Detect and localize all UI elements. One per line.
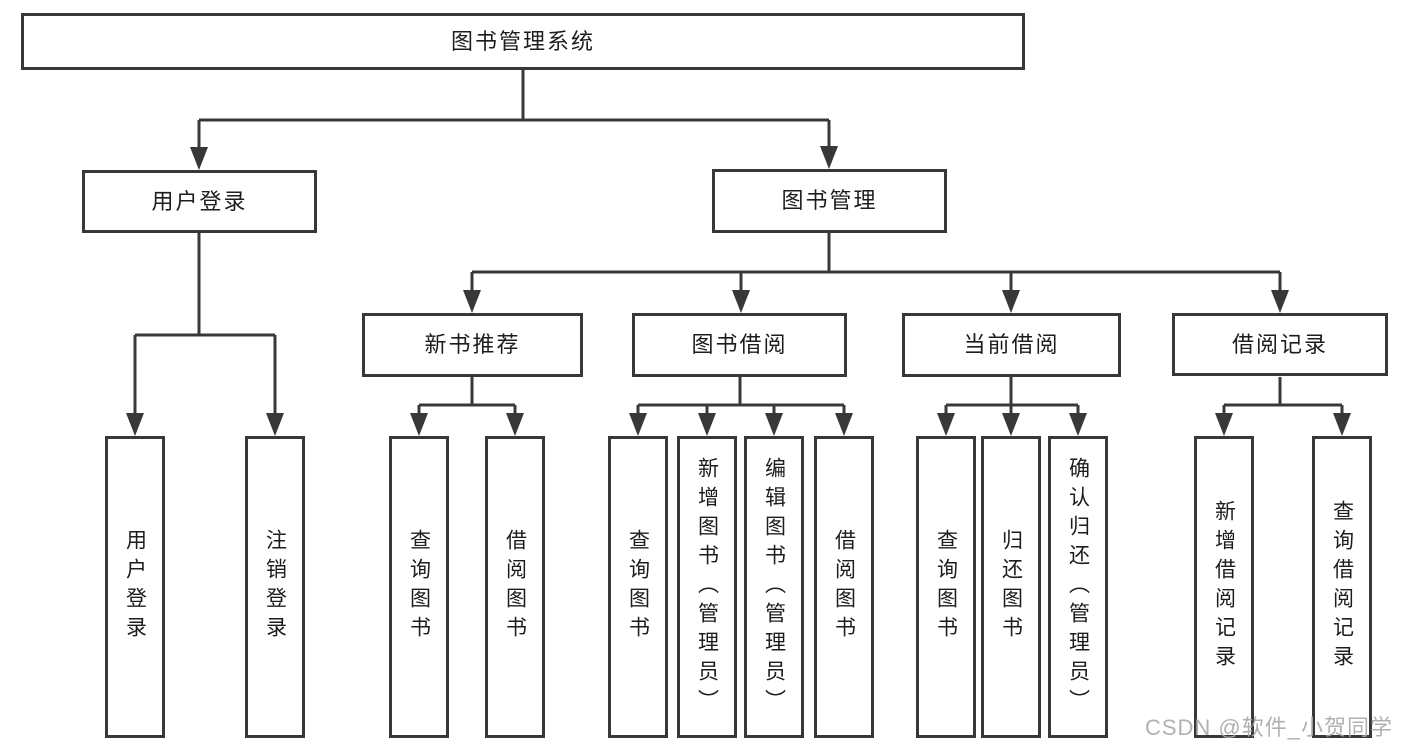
- leaf-return-books: 归还图书: [981, 436, 1041, 738]
- leaf-add-books-admin: 新增图书（管理员）: [677, 436, 737, 738]
- connector-user-login-to-leaves: [133, 233, 277, 417]
- connector-book-management-to-level3: [470, 233, 1282, 294]
- node-book-borrow: 图书借阅: [632, 313, 847, 377]
- leaf-edit-books-admin: 编辑图书（管理员）: [744, 436, 804, 738]
- node-borrow-records: 借阅记录: [1172, 313, 1388, 376]
- leaf-query-books-borrow: 查询图书: [608, 436, 668, 738]
- arrowheads: [126, 146, 1351, 436]
- connector-current-borrow-to-leaves: [944, 377, 1080, 417]
- leaf-borrow-books: 借阅图书: [814, 436, 874, 738]
- connector-root-to-level2: [197, 70, 831, 150]
- node-current-borrow: 当前借阅: [902, 313, 1121, 377]
- node-user-login-branch: 用户登录: [82, 170, 317, 233]
- leaf-query-borrow-record: 查询借阅记录: [1312, 436, 1372, 738]
- connector-new-book-to-leaves: [417, 377, 517, 417]
- node-library-system: 图书管理系统: [21, 13, 1025, 70]
- leaf-borrow-books-recommend: 借阅图书: [485, 436, 545, 738]
- node-book-management: 图书管理: [712, 169, 947, 233]
- csdn-watermark: CSDN @软件_小贺同学: [1144, 715, 1393, 740]
- connector-borrow-records-to-leaves: [1222, 377, 1344, 417]
- leaf-confirm-return-admin: 确认归还（管理员）: [1048, 436, 1108, 738]
- leaf-add-borrow-record: 新增借阅记录: [1194, 436, 1254, 738]
- connector-book-borrow-to-leaves: [636, 377, 846, 417]
- leaf-query-books-recommend: 查询图书: [389, 436, 449, 738]
- leaf-logout: 注销登录: [245, 436, 305, 738]
- node-new-book-recommend: 新书推荐: [362, 313, 583, 377]
- leaf-query-books-current: 查询图书: [916, 436, 976, 738]
- leaf-user-login: 用户登录: [105, 436, 165, 738]
